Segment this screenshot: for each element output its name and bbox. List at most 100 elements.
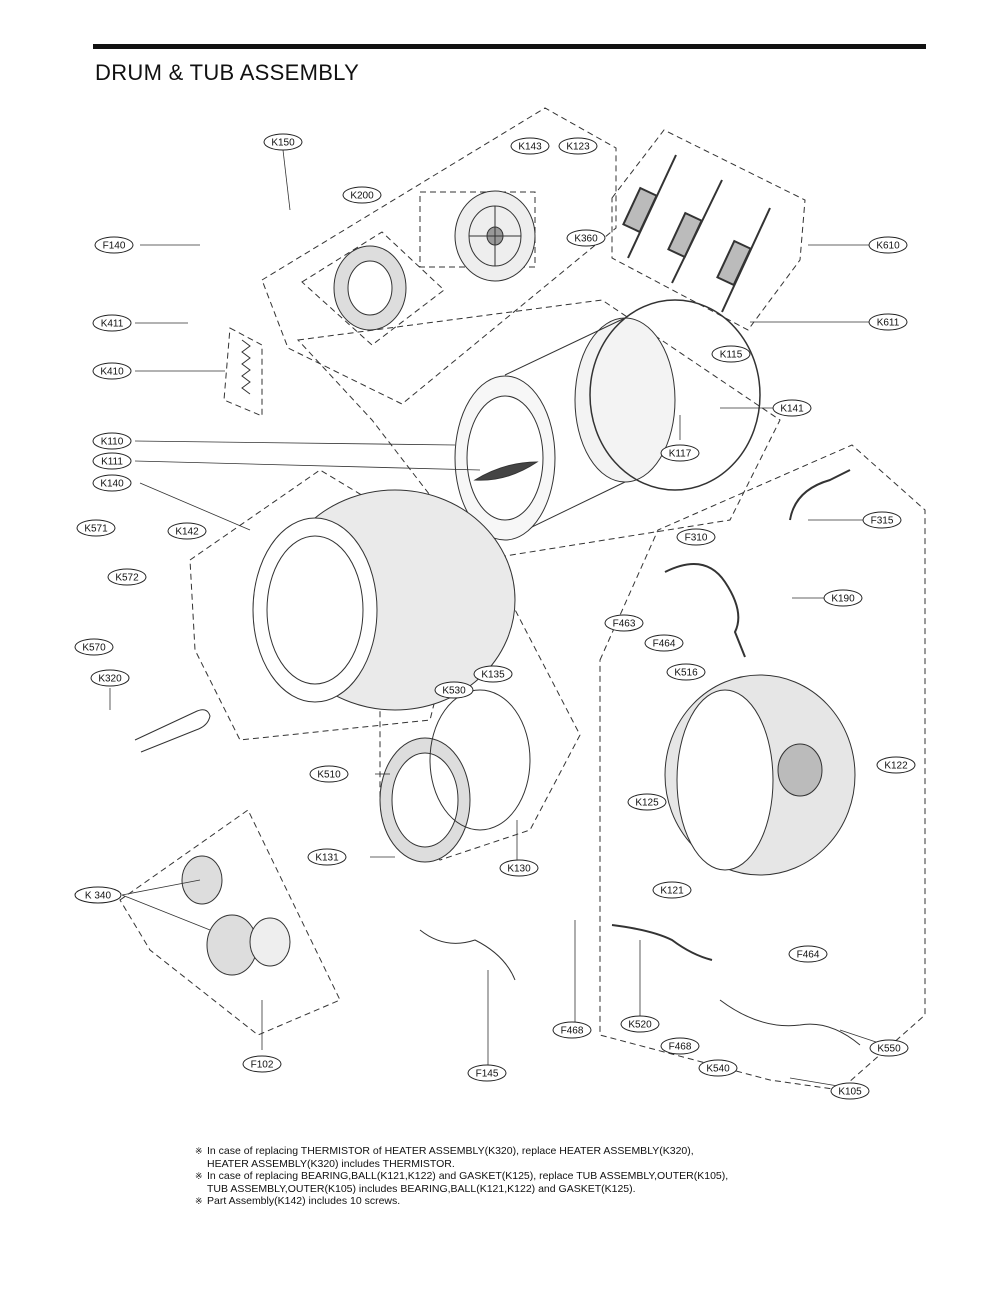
- callout-bubble: [830, 1082, 870, 1100]
- callout-bubble: [558, 137, 598, 155]
- callout-bubble: [74, 638, 114, 656]
- callout-bubble: [666, 663, 706, 681]
- damper-rods: [622, 154, 771, 313]
- hoses: [611, 469, 851, 961]
- callout-bubble: [94, 236, 134, 254]
- callout-bubble: [566, 229, 606, 247]
- callout-k571: K571: [76, 519, 116, 537]
- tub-rear: [664, 674, 856, 876]
- callout-label: K200: [350, 191, 374, 202]
- callout-k135: K135: [473, 665, 513, 683]
- callout-k141: K141: [772, 399, 812, 417]
- note-line: Part Assembly(K142) includes 10 screws.: [207, 1195, 401, 1207]
- callout-label: K516: [674, 668, 698, 679]
- callout-k150: K150: [263, 133, 303, 151]
- callout-bubble: [92, 432, 132, 450]
- callout-label: K117: [669, 449, 692, 460]
- callout-k125: K125: [627, 793, 667, 811]
- note-bullet: ※: [195, 1196, 203, 1206]
- callout-bubble: [473, 665, 513, 683]
- callout-label: K540: [706, 1064, 730, 1075]
- stator: [333, 245, 407, 331]
- callout-label: K530: [442, 686, 466, 697]
- callout-label: K131: [315, 853, 339, 864]
- callout-bubble: [92, 314, 132, 332]
- callout-bubble: [552, 1021, 592, 1039]
- callout-bubble: [660, 1037, 700, 1055]
- callout-bubble: [167, 522, 207, 540]
- callout-label: K320: [98, 674, 122, 685]
- callout-label: K111: [101, 457, 123, 468]
- callout-f310: F310: [676, 528, 716, 546]
- callout-f315: F315: [862, 511, 902, 529]
- callout-label: K571: [84, 524, 108, 535]
- callout-bubble: [868, 313, 908, 331]
- callout-label: F464: [653, 639, 676, 650]
- callout-bubble: [92, 474, 132, 492]
- callout-label: K130: [507, 864, 531, 875]
- callout-k360: K360: [566, 229, 606, 247]
- callout-f468a: F468: [552, 1021, 592, 1039]
- callout-bubble: [676, 528, 716, 546]
- callout-label: K143: [518, 142, 542, 153]
- callout-label: F145: [476, 1069, 499, 1080]
- outline-pump-group: [119, 809, 341, 1036]
- callout-label: K572: [115, 573, 139, 584]
- note-screws: ※ Part Assembly(K142) includes 10 screws…: [195, 1195, 885, 1208]
- callout-bubble: [107, 568, 147, 586]
- callout-k410: K410: [92, 362, 132, 380]
- callout-bubble: [652, 881, 692, 899]
- exploded-parts-diagram: K150K143K123K200F140K360K610K411K611K410…: [74, 107, 926, 1100]
- callout-bubble: [627, 793, 667, 811]
- callout-label: K 340: [85, 891, 112, 902]
- callout-bubble: [92, 452, 132, 470]
- note-bearing: ※ In case of replacing BEARING,BALL(K121…: [195, 1170, 885, 1195]
- callout-label: K410: [100, 367, 124, 378]
- callout-k411: K411: [92, 314, 132, 332]
- callout-k131: K131: [307, 848, 347, 866]
- outline-spider-box: [301, 231, 445, 346]
- callout-k200: K200: [342, 186, 382, 204]
- callout-label: F140: [103, 241, 126, 252]
- callout-k117: K117: [660, 444, 700, 462]
- notes-section: ※ In case of replacing THERMISTOR of HEA…: [195, 1145, 885, 1208]
- callout-bubble: [644, 634, 684, 652]
- callout-label: F102: [251, 1060, 274, 1071]
- page-title: DRUM & TUB ASSEMBLY: [95, 60, 360, 85]
- callout-label: K520: [628, 1020, 652, 1031]
- callout-label: F468: [669, 1042, 692, 1053]
- group-outlines: [119, 107, 926, 1091]
- callout-k572: K572: [107, 568, 147, 586]
- heater: [134, 709, 211, 753]
- note-bullet: ※: [195, 1171, 203, 1181]
- callout-label: K570: [82, 643, 106, 654]
- callout-k516: K516: [666, 663, 706, 681]
- pump: [181, 855, 291, 976]
- callout-label: F463: [613, 619, 636, 630]
- callout-bubble: [772, 399, 812, 417]
- callout-bubble: [868, 236, 908, 254]
- callout-k610: K610: [868, 236, 908, 254]
- callout-bubble: [660, 444, 700, 462]
- callout-bubble: [604, 614, 644, 632]
- callout-label: K105: [838, 1087, 862, 1098]
- callout-label: K411: [101, 319, 124, 330]
- outline-motor-group: [261, 107, 617, 405]
- callout-bubble: [876, 756, 916, 774]
- callout-k510: K510: [309, 765, 349, 783]
- callout-k130: K130: [499, 859, 539, 877]
- callout-k123: K123: [558, 137, 598, 155]
- callout-label: F315: [871, 516, 894, 527]
- callout-bubble: [92, 362, 132, 380]
- callout-bubble: [711, 345, 751, 363]
- callout-bubble: [869, 1039, 909, 1057]
- outline-drum-group: [296, 299, 781, 561]
- callout-f464b: F464: [788, 945, 828, 963]
- callout-k111: K111: [92, 452, 132, 470]
- callout-label: K360: [574, 234, 598, 245]
- callout-label: K123: [566, 142, 590, 153]
- gasket-ring: [379, 689, 531, 863]
- note-line: HEATER ASSEMBLY(K320) includes THERMISTO…: [207, 1157, 455, 1170]
- callout-label: K135: [481, 670, 505, 681]
- outline-damper-group: [611, 129, 806, 331]
